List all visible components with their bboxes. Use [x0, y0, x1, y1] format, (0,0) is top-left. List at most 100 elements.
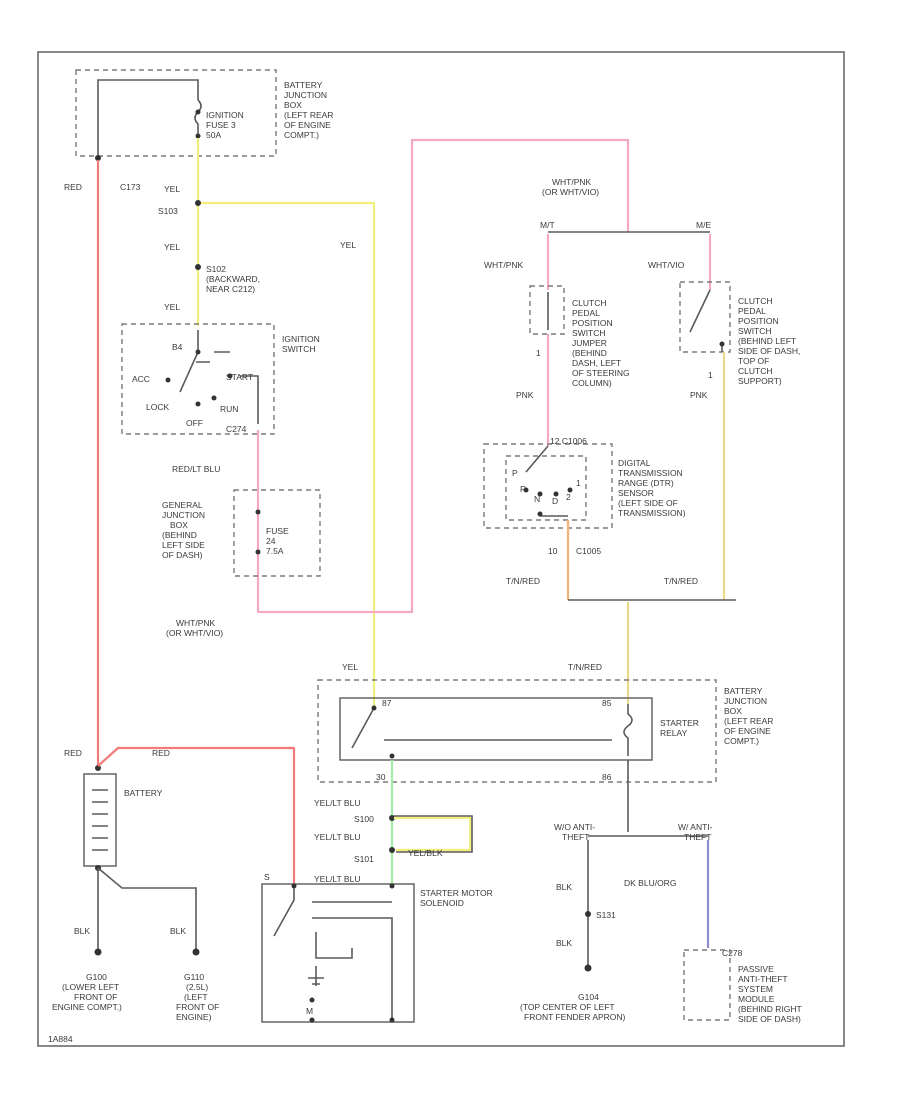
- dtr-c1006: 12 C1006: [550, 436, 587, 446]
- ign-label-b: B4: [172, 342, 183, 352]
- svg-text:(2.5L): (2.5L): [186, 982, 208, 992]
- solenoid-dot-bat: [291, 883, 297, 889]
- starter-relay: [339, 697, 653, 761]
- pin-1-clutch: 1: [708, 370, 713, 380]
- svg-text:IGNITION: IGNITION: [206, 110, 244, 120]
- battery-cells: [92, 789, 108, 851]
- pnk-label-2: PNK: [690, 390, 708, 400]
- svg-text:(LEFT: (LEFT: [184, 992, 208, 1002]
- svg-text:OF ENGINE: OF ENGINE: [284, 120, 331, 130]
- dk-blu-org-label: DK BLU/ORG: [624, 878, 676, 888]
- diagram-frame: [37, 51, 845, 1047]
- svg-text:OF DASH): OF DASH): [162, 550, 203, 560]
- w-anti-left-label: W/O ANTI- THEFT: [554, 822, 595, 842]
- svg-text:(LEFT REAR: (LEFT REAR: [284, 110, 333, 120]
- g100-label: G100 (LOWER LEFT FRONT OF ENGINE COMPT.): [52, 972, 122, 1012]
- svg-text:COMPT.): COMPT.): [724, 736, 759, 746]
- relay-coil-ground-wire: [588, 760, 708, 837]
- svg-text:JUMPER: JUMPER: [572, 338, 607, 348]
- tan-red-label-1: T/N/RED: [506, 576, 540, 586]
- svg-text:SIDE OF DASH): SIDE OF DASH): [738, 1014, 801, 1024]
- bjb-relay-label: BATTERY JUNCTION BOX (LEFT REAR OF ENGIN…: [724, 686, 773, 746]
- s101-splice: [389, 847, 395, 853]
- g104-label: G104 (TOP CENTER OF LEFT FRONT FENDER AP…: [520, 992, 626, 1022]
- svg-text:24: 24: [266, 536, 276, 546]
- ign-contact-run: [211, 395, 217, 401]
- blk-g2-label: BLK: [170, 926, 186, 936]
- s101-label: S101: [354, 854, 374, 864]
- solenoid-contacts: [273, 888, 393, 1020]
- svg-text:WHT/PNK: WHT/PNK: [176, 618, 216, 628]
- solenoid-dot-bottom-right: [389, 1017, 395, 1023]
- ignition-switch-contacts: [179, 330, 259, 424]
- ignition-fuse-label: IGNITION FUSE 3 50A: [206, 110, 244, 140]
- svg-text:7.5A: 7.5A: [266, 546, 284, 556]
- blk-label-1: BLK: [556, 882, 572, 892]
- svg-text:OF ENGINE: OF ENGINE: [724, 726, 771, 736]
- svg-text:W/O ANTI-: W/O ANTI-: [554, 822, 595, 832]
- ign-contact-off: [195, 401, 201, 407]
- fuse-dot-top: [195, 109, 201, 115]
- dtr-letter-d: D: [552, 496, 558, 506]
- g104-ground: [584, 964, 592, 972]
- clutch-switch-contact: [689, 289, 723, 352]
- dtr-letter-r: R: [520, 484, 526, 494]
- yellow-relay-feed-wire: [198, 201, 376, 708]
- svg-text:(OR WHT/VIO): (OR WHT/VIO): [542, 187, 599, 197]
- svg-text:SWITCH: SWITCH: [282, 344, 316, 354]
- tan-red-label-3: T/N/RED: [568, 662, 602, 672]
- dtr-dot-1: [523, 487, 529, 493]
- svg-text:DIGITAL: DIGITAL: [618, 458, 651, 468]
- solenoid-dot-s: [389, 883, 395, 889]
- svg-text:CLUTCH: CLUTCH: [738, 366, 772, 376]
- dtr-letter-2: 2: [566, 492, 571, 502]
- red-c173-label-connector: C173: [120, 182, 141, 192]
- svg-text:(BACKWARD,: (BACKWARD,: [206, 274, 260, 284]
- m-pin-label: M: [306, 1006, 313, 1016]
- svg-text:SWITCH: SWITCH: [572, 328, 606, 338]
- svg-text:(BEHIND LEFT: (BEHIND LEFT: [738, 336, 796, 346]
- corner-code: 1A884: [48, 1034, 73, 1044]
- general-junction-box: [233, 489, 321, 577]
- battery-symbol: [83, 773, 117, 867]
- svg-text:FRONT OF: FRONT OF: [74, 992, 117, 1002]
- svg-text:(BEHIND: (BEHIND: [162, 530, 197, 540]
- solenoid-dot-bottom-left: [309, 1017, 315, 1023]
- starter-relay-coil: [623, 704, 633, 756]
- svg-text:SUPPORT): SUPPORT): [738, 376, 782, 386]
- ign-label-lock: LOCK: [146, 402, 169, 412]
- svg-text:CLUTCH: CLUTCH: [738, 296, 772, 306]
- dtr-label: DIGITAL TRANSMISSION RANGE (DTR) SENSOR …: [618, 458, 686, 518]
- redlt-blu-wire: [256, 138, 630, 614]
- relay-pin-b: 85: [602, 698, 612, 708]
- svg-text:WHT/PNK: WHT/PNK: [552, 177, 592, 187]
- ignition-switch-label: IGNITION SWITCH: [282, 334, 320, 354]
- svg-text:SWITCH: SWITCH: [738, 326, 772, 336]
- starter-motor-label: STARTER MOTOR SOLENOID: [420, 888, 493, 908]
- svg-text:BOX: BOX: [284, 100, 302, 110]
- ignition-fuse-symbol: [194, 99, 202, 136]
- svg-text:COMPT.): COMPT.): [284, 130, 319, 140]
- svg-text:IGNITION: IGNITION: [282, 334, 320, 344]
- relay-dot-a: [371, 705, 377, 711]
- ign-label-off: OFF: [186, 418, 203, 428]
- svg-text:JUNCTION: JUNCTION: [724, 696, 767, 706]
- svg-text:THEFT: THEFT: [684, 832, 711, 842]
- svg-text:ENGINE COMPT.): ENGINE COMPT.): [52, 1002, 122, 1012]
- bjb-bus-wire: [97, 79, 199, 156]
- yellt-blu-label-3: YEL/BLK: [408, 848, 443, 858]
- svg-text:(LEFT SIDE OF: (LEFT SIDE OF: [618, 498, 678, 508]
- starter-motor-solenoid: [261, 883, 415, 1023]
- svg-text:G110: G110: [184, 972, 204, 982]
- yellt-blu-label-1: YEL/LT BLU: [314, 798, 360, 808]
- svg-text:JUNCTION: JUNCTION: [162, 510, 205, 520]
- g110-label: G110 (2.5L) (LEFT FRONT OF ENGINE): [176, 972, 219, 1022]
- svg-text:W/ ANTI-: W/ ANTI-: [678, 822, 713, 832]
- s103-splice: [195, 200, 201, 206]
- svg-text:FUSE: FUSE: [266, 526, 289, 536]
- fuse24-dot-top: [255, 509, 261, 515]
- fuse24-label: FUSE 24 7.5A: [266, 526, 289, 556]
- battery-junction-box-top: [75, 69, 277, 157]
- s102-splice: [195, 264, 201, 270]
